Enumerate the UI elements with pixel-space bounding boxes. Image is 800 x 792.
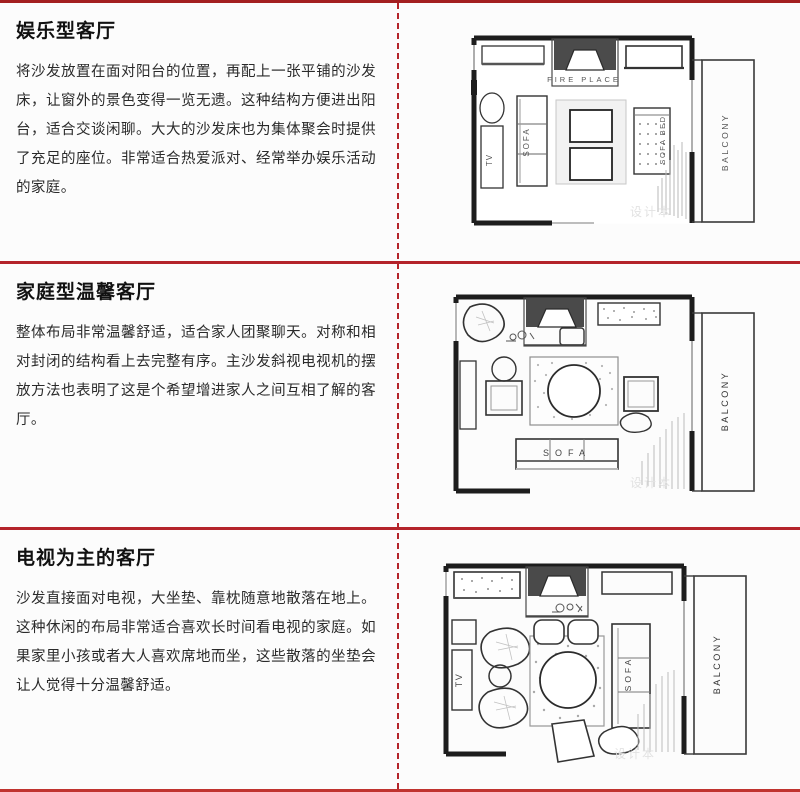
page-title: 家庭型温馨客厅 xyxy=(16,282,157,303)
plan-watermark: 设计本 xyxy=(630,476,672,490)
floor-plan-3: TV SOFA BALCONY 设计本 xyxy=(434,546,764,771)
floor-plan-svg-2: SOFA BALCONY 设计本 xyxy=(453,294,755,493)
section-body-text: 沙发直接面对电视，大坐垫、靠枕随意地散落在地上。这种休闲的布局非常适合喜欢长时间… xyxy=(16,590,376,694)
section-family-warm-living-room: 家庭型温馨客厅 整体布局非常温馨舒适，适合家人团聚聊天。对称和相对封闭的结构看上… xyxy=(0,264,800,530)
plan-label-tv: TV xyxy=(485,153,494,165)
floor-plan-svg-3: TV SOFA BALCONY 设计本 xyxy=(443,563,747,763)
plan-label-balcony: BALCONY xyxy=(720,112,730,170)
floor-plan-column: TV SOFA SOFA BED FIRE PLACE BALCONY 设计本 xyxy=(398,3,800,261)
floor-plan-1: TV SOFA SOFA BED FIRE PLACE BALCONY 设计本 xyxy=(434,20,764,245)
section-tv-focused-living-room: 电视为主的客厅 沙发直接面对电视，大坐垫、靠枕随意地散落在地上。这种休闲的布局非… xyxy=(0,530,800,786)
floor-plan-column: TV SOFA BALCONY 设计本 xyxy=(398,530,800,786)
page-title: 娱乐型客厅 xyxy=(16,21,117,42)
plan-label-balcony: BALCONY xyxy=(720,370,730,431)
plan-label-tv: TV xyxy=(454,672,464,687)
section-text-column: 娱乐型客厅 将沙发放置在面对阳台的位置，再配上一张平铺的沙发床，让窗外的景色变得… xyxy=(0,3,398,261)
floor-plan-2: SOFA BALCONY 设计本 xyxy=(434,281,764,511)
plan-label-sofa-bed: SOFA BED xyxy=(658,115,667,164)
page-title: 电视为主的客厅 xyxy=(16,548,157,569)
floor-plan-column: SOFA BALCONY 设计本 xyxy=(398,264,800,527)
plan-watermark: 设计本 xyxy=(630,205,672,219)
section-text-column: 家庭型温馨客厅 整体布局非常温馨舒适，适合家人团聚聊天。对称和相对封闭的结构看上… xyxy=(0,264,398,527)
section-entertainment-living-room: 娱乐型客厅 将沙发放置在面对阳台的位置，再配上一张平铺的沙发床，让窗外的景色变得… xyxy=(0,3,800,264)
plan-watermark: 设计本 xyxy=(614,747,656,761)
vertical-dashed-divider xyxy=(397,3,399,789)
section-body-text: 整体布局非常温馨舒适，适合家人团聚聊天。对称和相对封闭的结构看上去完整有序。主沙… xyxy=(16,324,376,428)
plan-label-sofa: SOFA xyxy=(522,127,531,156)
plan-label-fireplace: FIRE PLACE xyxy=(547,75,621,84)
section-body-text: 将沙发放置在面对阳台的位置，再配上一张平铺的沙发床，让窗外的景色变得一览无遗。这… xyxy=(16,63,376,196)
section-text-column: 电视为主的客厅 沙发直接面对电视，大坐垫、靠枕随意地散落在地上。这种休闲的布局非… xyxy=(0,530,398,786)
plan-label-balcony: BALCONY xyxy=(712,633,722,694)
floor-plan-svg-1: TV SOFA SOFA BED FIRE PLACE BALCONY 设计本 xyxy=(471,35,755,225)
plan-label-sofa: SOFA xyxy=(543,448,591,458)
plan-label-sofa: SOFA xyxy=(623,656,633,691)
